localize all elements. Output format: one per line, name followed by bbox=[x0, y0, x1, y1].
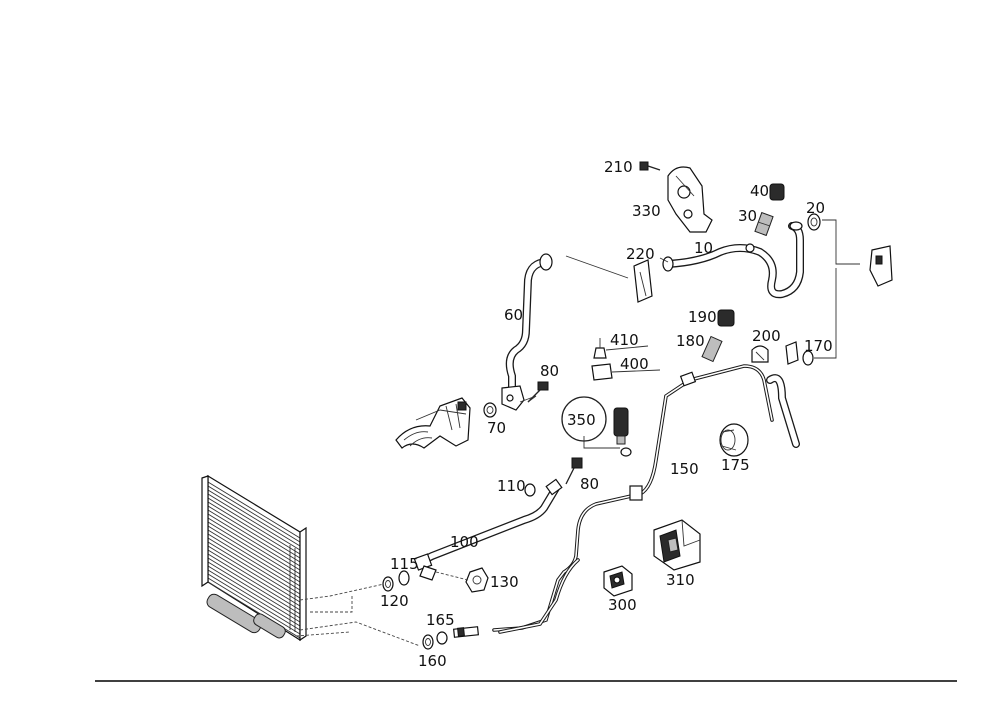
part-400-seal bbox=[591, 363, 613, 381]
part-180-valve bbox=[701, 335, 723, 363]
part-300-clamp bbox=[603, 565, 633, 597]
condenser bbox=[201, 474, 307, 642]
condenser-fin bbox=[207, 577, 301, 635]
condenser-fin bbox=[207, 561, 301, 619]
label-165: 165 bbox=[426, 611, 455, 629]
part-170-oring bbox=[785, 341, 814, 366]
part-160-oring bbox=[422, 634, 434, 650]
condenser-fin bbox=[207, 505, 301, 563]
part-330-housing bbox=[667, 166, 713, 233]
label-40: 40 bbox=[750, 182, 769, 200]
condenser-fin bbox=[207, 481, 301, 539]
label-150: 150 bbox=[670, 460, 699, 478]
label-70: 70 bbox=[487, 419, 506, 437]
label-80-lower: 80 bbox=[580, 475, 599, 493]
part-30-valve bbox=[754, 211, 774, 237]
label-30: 30 bbox=[738, 207, 757, 225]
leader-20-170 bbox=[814, 219, 860, 359]
label-220: 220 bbox=[626, 245, 655, 263]
label-210: 210 bbox=[604, 158, 633, 176]
condenser-leaders bbox=[295, 583, 421, 647]
condenser-fin bbox=[207, 513, 301, 571]
condenser-fin bbox=[207, 485, 301, 543]
label-190: 190 bbox=[688, 308, 717, 326]
label-10: 10 bbox=[694, 239, 713, 257]
condenser-fin bbox=[207, 497, 301, 555]
part-190-cap bbox=[717, 309, 735, 327]
condenser-fin bbox=[207, 489, 301, 547]
part-70-oring bbox=[483, 402, 497, 418]
part-labels: 210 330 40 30 20 10 220 60 190 410 200 1… bbox=[380, 158, 833, 670]
part-310-clamp bbox=[653, 519, 701, 571]
label-100: 100 bbox=[450, 533, 479, 551]
condenser-fin bbox=[207, 569, 301, 627]
condenser-fin bbox=[207, 549, 301, 607]
part-410-cap bbox=[593, 338, 607, 359]
part-10-line bbox=[662, 221, 804, 299]
condenser-fin bbox=[207, 557, 301, 615]
condenser-fin bbox=[207, 573, 301, 631]
condenser-fin bbox=[207, 521, 301, 579]
label-170: 170 bbox=[804, 337, 833, 355]
condenser-fin bbox=[207, 509, 301, 567]
label-115: 115 bbox=[390, 555, 419, 573]
part-110-oring bbox=[524, 483, 536, 497]
label-175: 175 bbox=[721, 456, 750, 474]
label-330: 330 bbox=[632, 202, 661, 220]
label-160: 160 bbox=[418, 652, 447, 670]
leader-lines bbox=[527, 255, 669, 403]
condenser-fin bbox=[207, 517, 301, 575]
condenser-fin bbox=[207, 533, 301, 591]
part-210-screw bbox=[639, 161, 661, 171]
part-60-hose bbox=[501, 253, 553, 411]
lower-line-fitting bbox=[452, 626, 480, 638]
condenser-fin bbox=[207, 545, 301, 603]
label-410: 410 bbox=[610, 331, 639, 349]
part-100-line bbox=[413, 478, 563, 581]
part-165-oring bbox=[436, 631, 448, 645]
part-120-oring bbox=[382, 576, 394, 592]
label-400: 400 bbox=[620, 355, 649, 373]
part-350-pressure-switch bbox=[583, 407, 632, 457]
condenser-fin bbox=[207, 565, 301, 623]
label-310: 310 bbox=[666, 571, 695, 589]
condenser-fin bbox=[207, 525, 301, 583]
label-180: 180 bbox=[676, 332, 705, 350]
label-350: 350 bbox=[567, 411, 596, 429]
condenser-fin bbox=[207, 493, 301, 551]
label-200: 200 bbox=[752, 327, 781, 345]
part-150-line bbox=[492, 364, 800, 634]
condenser-fin bbox=[207, 529, 301, 587]
condenser-fin bbox=[207, 541, 301, 599]
part-220-bracket bbox=[633, 259, 653, 303]
label-120: 120 bbox=[380, 592, 409, 610]
label-80-upper: 80 bbox=[540, 362, 559, 380]
part-200-clip bbox=[751, 345, 769, 363]
condenser-fin bbox=[207, 501, 301, 559]
part-20-oring bbox=[807, 213, 821, 231]
part-40-cap bbox=[769, 183, 785, 201]
part-130-nut bbox=[435, 567, 489, 593]
shroud-bracket bbox=[395, 397, 471, 449]
label-20: 20 bbox=[806, 199, 825, 217]
condenser-fin bbox=[207, 553, 301, 611]
part-115-oring bbox=[398, 570, 410, 586]
service-fitting bbox=[869, 245, 893, 287]
part-80-bolt-lower bbox=[565, 457, 583, 485]
part-175-damper bbox=[719, 423, 749, 457]
part-350-callout bbox=[561, 396, 607, 442]
condenser-fin bbox=[207, 537, 301, 595]
label-130: 130 bbox=[490, 573, 519, 591]
label-60: 60 bbox=[504, 306, 523, 324]
label-110: 110 bbox=[497, 477, 526, 495]
label-300: 300 bbox=[608, 596, 637, 614]
